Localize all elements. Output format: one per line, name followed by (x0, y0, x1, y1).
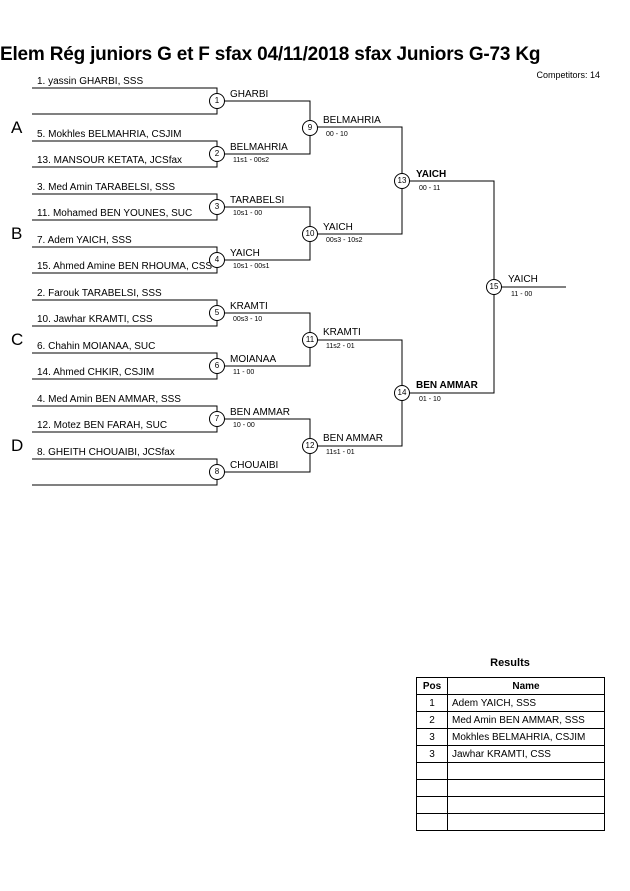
competitor-entry: 7. Adem YAICH, SSS (37, 235, 132, 246)
match-winner: TARABELSI (230, 195, 285, 206)
result-name: Adem YAICH, SSS (447, 694, 605, 712)
table-row (416, 796, 605, 814)
match-winner: KRAMTI (323, 327, 361, 338)
competitor-entry: 6. Chahin MOIANAA, SUC (37, 341, 156, 352)
match-number-badge: 6 (209, 358, 225, 374)
result-pos: 3 (416, 728, 448, 746)
match-winner: BEN AMMAR (323, 433, 384, 444)
competitor-entry: 14. Ahmed CHKIR, CSJIM (37, 367, 155, 378)
competitor-entry: 12. Motez BEN FARAH, SUC (37, 420, 168, 431)
match-winner: YAICH (323, 222, 353, 233)
result-pos (416, 796, 448, 814)
pool-label-c: C (11, 330, 24, 349)
competitor-entry: 2. Farouk TARABELSI, SSS (37, 288, 162, 299)
result-name (447, 762, 605, 780)
result-pos: 2 (416, 711, 448, 729)
match-score: 11s2 - 01 (326, 343, 355, 350)
match-winner: BELMAHRIA (323, 115, 381, 126)
table-row: 3 Mokhles BELMAHRIA, CSJIM (416, 728, 605, 746)
match-score: 00s3 - 10s2 (326, 237, 363, 244)
table-row (416, 779, 605, 797)
match-winner: YAICH (416, 169, 447, 180)
pool-label-a: A (11, 118, 23, 137)
match-number-badge: 7 (209, 411, 225, 427)
match-number-badge: 13 (394, 173, 410, 189)
match-winner: BEN AMMAR (230, 407, 291, 418)
match-winner: MOIANAA (230, 354, 277, 365)
result-name (447, 796, 605, 814)
match-score: 10s1 - 00 (233, 210, 263, 217)
competitors-count: Competitors: 14 (536, 70, 600, 80)
pool-label-b: B (11, 224, 23, 243)
competitor-entry: 11. Mohamed BEN YOUNES, SUC (37, 208, 193, 219)
result-name (447, 813, 605, 831)
competitor-entry: 4. Med Amin BEN AMMAR, SSS (37, 394, 181, 405)
final-winner: YAICH (508, 274, 538, 285)
results-title: Results (490, 657, 530, 669)
match-score: 01 - 10 (419, 396, 441, 403)
match-number-badge: 10 (302, 226, 318, 242)
result-pos (416, 779, 448, 797)
result-pos: 1 (416, 694, 448, 712)
match-number-badge: 3 (209, 199, 225, 215)
match-score: 00 - 10 (326, 131, 348, 138)
competitor-entry: 15. Ahmed Amine BEN RHOUMA, CSS (37, 261, 213, 272)
match-number-badge: 12 (302, 438, 318, 454)
match-score: 11s1 - 01 (326, 449, 355, 456)
result-name (447, 779, 605, 797)
results-table: Pos Name 1 Adem YAICH, SSS 2 Med Amin BE… (416, 677, 605, 831)
match-number-badge: 8 (209, 464, 225, 480)
match-score: 11 - 00 (511, 291, 533, 298)
match-winner: YAICH (230, 248, 260, 259)
match-winner: BELMAHRIA (230, 142, 288, 153)
table-row: 1 Adem YAICH, SSS (416, 694, 605, 712)
match-number-badge: 11 (302, 332, 318, 348)
results-header-name: Name (447, 677, 605, 695)
match-number-badge: 4 (209, 252, 225, 268)
page-title: Elem Rég juniors G et F sfax 04/11/2018 … (0, 44, 541, 65)
competitor-entry: 10. Jawhar KRAMTI, CSS (37, 314, 153, 325)
result-name: Med Amin BEN AMMAR, SSS (447, 711, 605, 729)
results-header-row: Pos Name (416, 677, 605, 695)
match-number-badge: 1 (209, 93, 225, 109)
match-winner: GHARBI (230, 89, 269, 100)
table-row: 2 Med Amin BEN AMMAR, SSS (416, 711, 605, 729)
competitor-entry: 13. MANSOUR KETATA, JCSfax (37, 155, 183, 166)
competitor-entry: 1. yassin GHARBI, SSS (37, 76, 144, 87)
match-number-badge: 14 (394, 385, 410, 401)
match-number-badge: 5 (209, 305, 225, 321)
match-winner: CHOUAIBI (230, 460, 279, 471)
results-header-pos: Pos (416, 677, 448, 695)
match-score: 00s3 - 10 (233, 316, 263, 323)
competitor-entry: 3. Med Amin TARABELSI, SSS (37, 182, 176, 193)
result-pos (416, 813, 448, 831)
match-score: 10 - 00 (233, 422, 255, 429)
result-pos (416, 762, 448, 780)
match-number-badge: 15 (486, 279, 502, 295)
result-name: Mokhles BELMAHRIA, CSJIM (447, 728, 605, 746)
match-winner: BEN AMMAR (416, 380, 478, 391)
match-winner: KRAMTI (230, 301, 268, 312)
competitor-entry: 5. Mokhles BELMAHRIA, CSJIM (37, 129, 182, 140)
pool-label-d: D (11, 436, 24, 455)
match-score: 11s1 - 00s2 (233, 157, 270, 164)
match-number-badge: 2 (209, 146, 225, 162)
match-score: 11 - 00 (233, 369, 255, 376)
result-pos: 3 (416, 745, 448, 763)
match-score: 10s1 - 00s1 (233, 263, 270, 270)
table-row: 3 Jawhar KRAMTI, CSS (416, 745, 605, 763)
table-row (416, 762, 605, 780)
match-number-badge: 9 (302, 120, 318, 136)
table-row (416, 813, 605, 831)
result-name: Jawhar KRAMTI, CSS (447, 745, 605, 763)
competitor-entry: 8. GHEITH CHOUAIBI, JCSfax (37, 447, 175, 458)
match-score: 00 - 11 (419, 185, 441, 192)
